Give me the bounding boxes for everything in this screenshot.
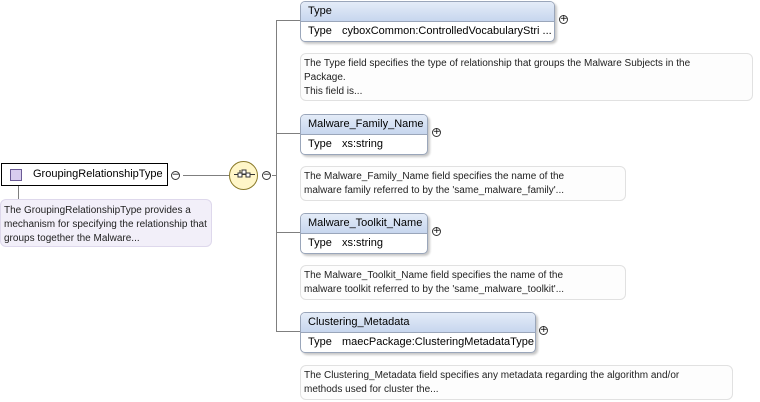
sequence-to-tree-line — [272, 175, 276, 176]
doc-line: malware family referred to by the 'same_… — [304, 185, 565, 196]
type-key-label: Type — [308, 237, 332, 249]
branch-line-malware-family-name — [276, 133, 300, 134]
element-type-value: xs:string — [342, 237, 383, 249]
element-box-clustering-metadata[interactable]: Clustering_Metadata Type maecPackage:Clus… — [300, 312, 536, 353]
element-type-value: maecPackage:ClusteringMetadataType — [342, 336, 534, 348]
element-name-clustering-metadata: Clustering_Metadata — [301, 313, 535, 333]
doc-line: The Clustering_Metadata field specifies … — [304, 370, 680, 381]
doc-line: The Malware_Toolkit_Name field specifies… — [304, 270, 564, 281]
documentation-malware-family-name: The Malware_Family_Name field specifies … — [300, 166, 626, 201]
element-name-type: Type — [301, 2, 554, 22]
doc-line: malware toolkit referred to by the 'same… — [304, 284, 565, 295]
sequence-dots-icon — [237, 169, 251, 178]
branch-line-malware-toolkit-name — [276, 232, 300, 233]
tree-trunk-line — [276, 20, 277, 331]
root-to-sequence-line — [183, 175, 229, 176]
element-box-malware-toolkit-name[interactable]: Malware_Toolkit_Name Type xs:string — [300, 213, 428, 254]
root-doc-connector — [18, 186, 19, 199]
expand-toggle-malware-family-name-icon[interactable]: + — [432, 127, 441, 137]
element-type-row: Type maecPackage:ClusteringMetadataType — [301, 333, 535, 352]
expand-toggle-clustering-metadata-icon[interactable]: + — [539, 325, 548, 335]
type-key-label: Type — [308, 25, 332, 37]
element-type-row: Type xs:string — [301, 135, 427, 154]
branch-line-clustering-metadata — [276, 331, 300, 332]
expand-toggle-type-icon[interactable]: + — [559, 14, 568, 24]
element-type-value: cyboxCommon:ControlledVocabularyStri ... — [342, 25, 552, 37]
expand-toggle-malware-toolkit-name-icon[interactable]: + — [432, 226, 441, 236]
documentation-malware-toolkit-name: The Malware_Toolkit_Name field specifies… — [300, 265, 626, 300]
sequence-compositor-icon[interactable] — [229, 161, 258, 190]
type-key-label: Type — [308, 138, 332, 150]
doc-line: The Type field specifies the type of rel… — [304, 58, 691, 69]
root-documentation: The GroupingRelationshipType provides a … — [0, 199, 212, 247]
sequence-collapse-toggle-icon[interactable]: − — [262, 170, 271, 180]
element-type-value: xs:string — [342, 138, 383, 150]
root-element-label: GroupingRelationshipType — [33, 168, 163, 180]
element-name-malware-family-name: Malware_Family_Name — [301, 115, 427, 135]
element-box-type[interactable]: Type Type cyboxCommon:ControlledVocabular… — [300, 1, 555, 42]
doc-line: This field is... — [304, 86, 363, 97]
root-element-box[interactable]: GroupingRelationshipType — [1, 163, 168, 186]
complex-type-icon — [10, 169, 22, 181]
element-type-row: Type cyboxCommon:ControlledVocabularyStri… — [301, 22, 554, 41]
doc-line: methods used for cluster the... — [304, 384, 439, 395]
element-name-malware-toolkit-name: Malware_Toolkit_Name — [301, 214, 427, 234]
root-collapse-toggle-icon[interactable]: − — [171, 170, 180, 180]
branch-line-type — [276, 20, 300, 21]
documentation-type: The Type field specifies the type of rel… — [300, 53, 753, 101]
doc-line: The Malware_Family_Name field specifies … — [304, 171, 565, 182]
doc-line: Package. — [304, 72, 346, 83]
documentation-clustering-metadata: The Clustering_Metadata field specifies … — [300, 365, 733, 400]
element-type-row: Type xs:string — [301, 234, 427, 253]
element-box-malware-family-name[interactable]: Malware_Family_Name Type xs:string — [300, 114, 428, 155]
type-key-label: Type — [308, 336, 332, 348]
